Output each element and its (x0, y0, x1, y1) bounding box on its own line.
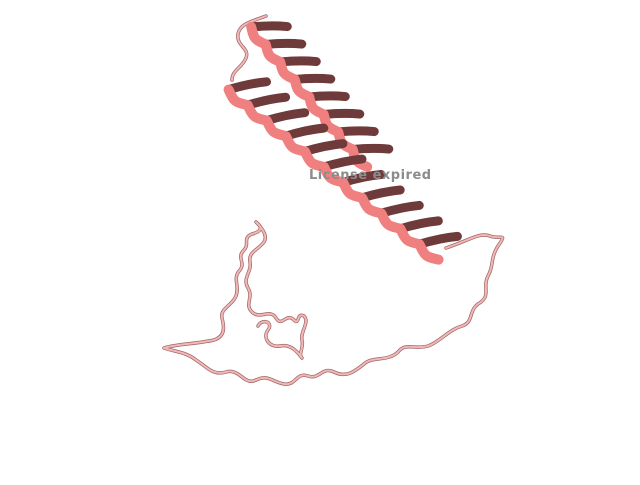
helix-turn-back (290, 73, 336, 84)
helix-turn-back (224, 77, 272, 95)
helix-turn-back (300, 139, 348, 156)
helix-turn-back (348, 143, 394, 154)
helix-turn-back (243, 92, 291, 110)
license-watermark: License expired (309, 168, 432, 183)
helix-connecting-loop-highlight (231, 15, 267, 81)
helix-turn-back (333, 126, 379, 137)
helix-turn-back (395, 216, 443, 234)
helix-turn-back (357, 185, 405, 203)
random-coil-highlight (163, 221, 504, 386)
helix-turn-back (319, 108, 365, 119)
helix-turn-back (261, 38, 307, 49)
helix-turn-back (376, 200, 424, 218)
helix-turn-back (281, 123, 329, 141)
helix-turn-back (246, 21, 292, 32)
helix-turn-back (304, 91, 350, 102)
helix-turn-back (414, 231, 462, 249)
helix-turn-back (262, 108, 310, 126)
helix-turn-back (275, 56, 321, 67)
helix-two (223, 77, 462, 265)
helix-turn-front (414, 239, 444, 265)
